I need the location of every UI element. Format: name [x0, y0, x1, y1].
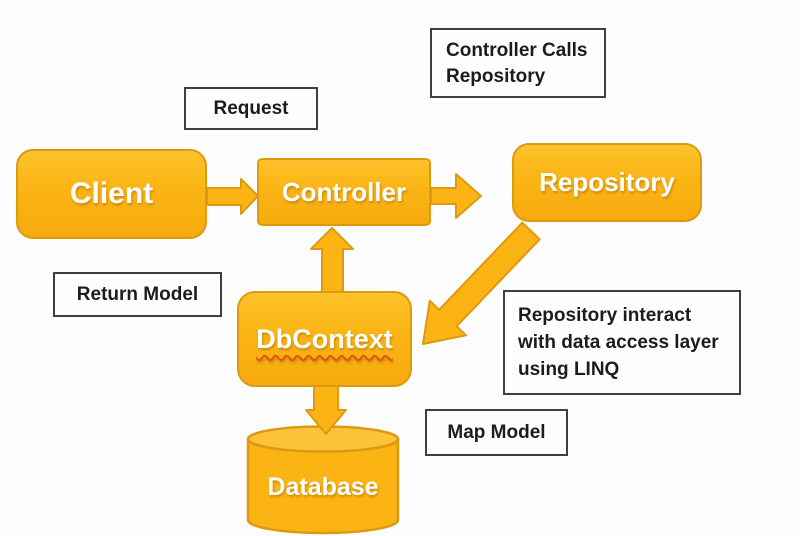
- node-client-label: Client: [69, 177, 154, 210]
- arrow-repository-to-dbcontext: [422, 221, 541, 345]
- label-map-model-text: Map Model: [447, 421, 546, 443]
- label-controller-calls-repository: Controller Calls Repository: [430, 28, 606, 98]
- label-map-model: Map Model: [425, 409, 568, 456]
- node-controller-label: Controller: [281, 176, 407, 207]
- label-repository-interact: Repository interact with data access lay…: [503, 290, 741, 395]
- node-repository: Repository: [512, 143, 702, 222]
- arrow-dbcontext-to-database: [305, 384, 347, 435]
- node-client: Client: [16, 149, 207, 239]
- arrow-client-to-controller: [206, 178, 259, 215]
- label-return-model-text: Return Model: [76, 283, 199, 305]
- arrow-dbcontext-to-controller: [310, 227, 354, 293]
- arrow-controller-to-repository: [430, 173, 482, 219]
- label-repository-interact-line3: using LINQ: [518, 359, 620, 380]
- node-database: Database: [248, 471, 398, 503]
- node-repository-label: Repository: [539, 167, 675, 197]
- label-return-model: Return Model: [53, 272, 222, 317]
- label-repository-interact-line1: Repository interact: [518, 305, 692, 326]
- label-controller-calls-line1: Controller Calls: [446, 40, 588, 61]
- node-controller: Controller: [257, 158, 431, 226]
- label-controller-calls-line2: Repository: [446, 66, 546, 87]
- label-request: Request: [184, 87, 318, 130]
- node-dbcontext: DbContext: [237, 291, 412, 387]
- node-database-label: Database: [267, 472, 379, 501]
- label-request-text: Request: [213, 97, 289, 119]
- node-dbcontext-label: DbContext: [256, 323, 393, 354]
- label-repository-interact-line2: with data access layer: [518, 332, 719, 353]
